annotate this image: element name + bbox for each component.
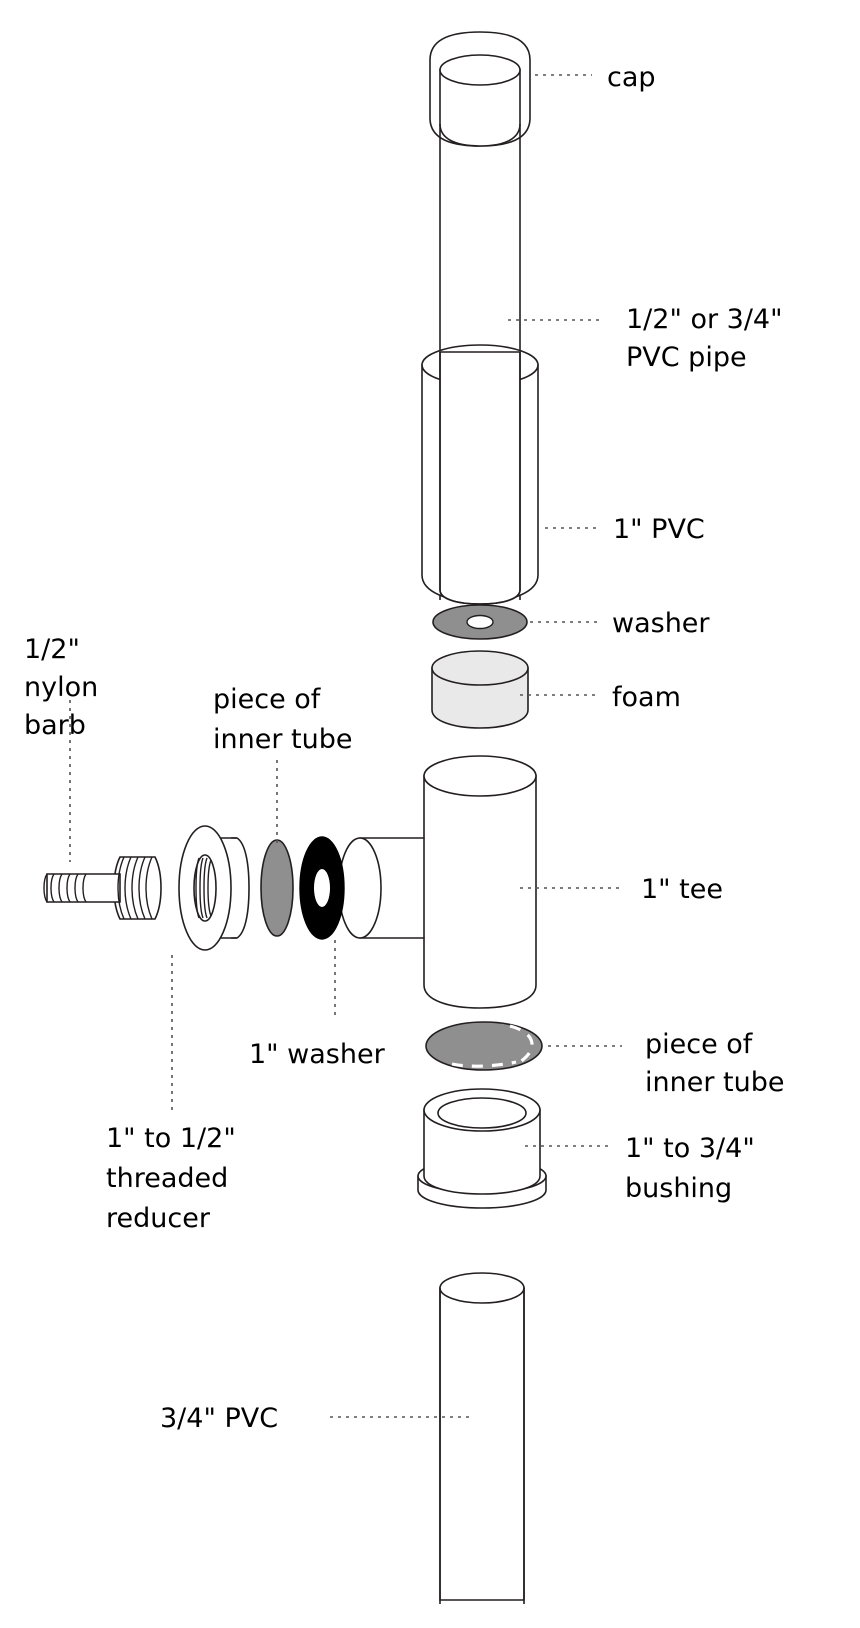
label-bushing-line2: bushing: [625, 1173, 732, 1204]
part-cap: [429, 31, 531, 147]
part-inner-tube-bottom: [425, 1021, 543, 1071]
label-reducer-line2: threaded: [106, 1163, 228, 1194]
part-bushing: [417, 1088, 547, 1209]
label-inner-tube-bottom-line1: piece of: [645, 1029, 754, 1060]
part-one-inch-pvc: [421, 344, 539, 605]
label-inner-tube-top-line2: inner tube: [213, 724, 352, 755]
label-three-quarter-pvc: 3/4" PVC: [160, 1403, 278, 1434]
label-reducer-line1: 1" to 1/2": [106, 1123, 236, 1154]
part-one-inch-washer: [299, 836, 345, 940]
label-pvc-pipe-line1: 1/2" or 3/4": [626, 304, 783, 335]
label-one-inch-pvc: 1" PVC: [613, 514, 705, 545]
label-reducer-line3: reducer: [106, 1203, 211, 1234]
part-inner-tube-top: [260, 839, 294, 937]
label-one-inch-tee: 1" tee: [641, 874, 723, 905]
label-one-inch-washer: 1" washer: [249, 1039, 386, 1070]
part-washer: [432, 604, 528, 640]
label-nylon-barb-line3: barb: [24, 710, 86, 741]
label-inner-tube-top-line1: piece of: [213, 684, 322, 715]
part-tee: [338, 755, 537, 1009]
label-nylon-barb-line1: 1/2": [24, 634, 80, 665]
part-reducer: [178, 825, 250, 951]
label-nylon-barb-line2: nylon: [24, 672, 98, 703]
label-pvc-pipe-line2: PVC pipe: [626, 342, 747, 373]
label-foam: foam: [612, 682, 681, 713]
part-nylon-barb: [43, 856, 162, 920]
part-three-quarter-pvc: [439, 1272, 525, 1604]
label-inner-tube-bottom-line2: inner tube: [645, 1067, 784, 1098]
label-cap: cap: [607, 62, 656, 93]
label-washer: washer: [612, 608, 710, 639]
label-bushing-line1: 1" to 3/4": [625, 1133, 755, 1164]
part-foam: [431, 650, 529, 729]
